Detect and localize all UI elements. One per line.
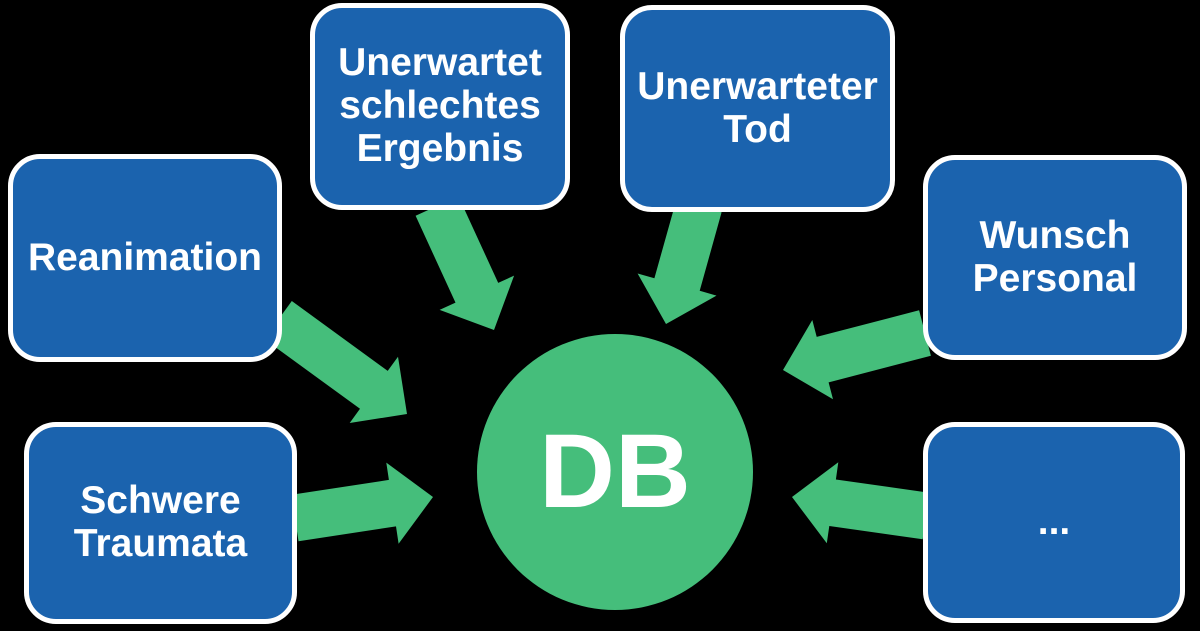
db-circle: DB [477,334,753,610]
arrow-from-schwere-traumata [291,462,433,544]
node-reanimation: Reanimation [8,154,282,362]
arrow-from-reanimation [264,301,407,423]
node-schwere-traumata: Schwere Traumata [24,422,297,624]
node-label: Schwere Traumata [73,479,248,565]
arrow-from-unerwarteter-tod [637,199,722,324]
node-label: Reanimation [27,235,263,279]
db-label: DB [539,413,691,530]
arrow-from-ellipsis [792,462,930,544]
node-wunsch-personal: Wunsch Personal [923,155,1187,360]
node-label: Unerwarteter Tod [637,64,878,151]
node-ellipsis: ... [923,422,1185,623]
arrow-from-unerwartet-schlechtes-ergebnis [415,196,515,330]
node-label: ... [1037,500,1071,544]
arrow-from-wunsch-personal [783,310,931,400]
node-unerwarteter-tod: Unerwarteter Tod [620,5,895,212]
node-unerwartet-schlechtes-ergebnis: Unerwartet schlechtes Ergebnis [310,3,570,210]
node-label: Wunsch Personal [972,213,1138,300]
node-label: Unerwartet schlechtes Ergebnis [338,41,542,170]
